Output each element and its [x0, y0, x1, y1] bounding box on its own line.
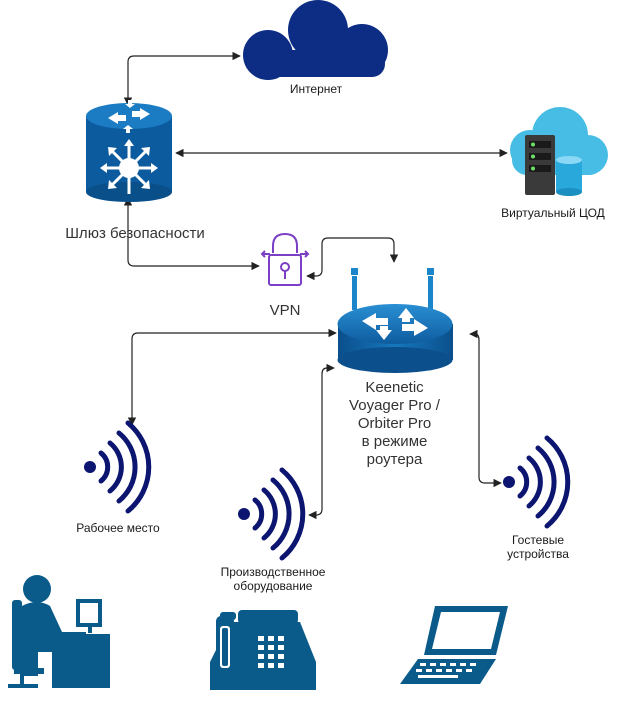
- guest-label-line: устройства: [507, 546, 569, 561]
- telephone-icon: [210, 610, 316, 690]
- connectors: [123, 51, 508, 520]
- virtual-dc-label: Виртуальный ЦОД: [501, 206, 605, 220]
- router-label-line: роутера: [366, 451, 423, 468]
- router-label: Keenetic Voyager Pro / Orbiter Pro в реж…: [332, 379, 457, 469]
- vpn-label: VPN: [269, 302, 301, 319]
- connector-router-guest: [469, 329, 502, 488]
- wifi-signal-icon: [503, 435, 571, 529]
- guest-label-line: Гостевые: [511, 533, 565, 547]
- production-label-line: Производственное: [220, 565, 326, 579]
- gateway-label: Шлюз безопасности: [65, 225, 205, 242]
- workplace-label: Рабочее место: [76, 521, 160, 535]
- vpn-lock-icon: [260, 232, 310, 286]
- guest-label: Гостевые устройства: [488, 533, 588, 562]
- user-workstation-icon: [8, 575, 110, 688]
- wifi-signal-icon: [238, 467, 306, 561]
- production-label-line: оборудование: [233, 578, 313, 593]
- router-label-line: Keenetic: [365, 379, 424, 396]
- production-label: Производственное оборудование: [203, 565, 343, 594]
- connector-internet-gateway: [123, 51, 241, 106]
- connector-router-workplace: [127, 328, 337, 426]
- cloud-icon: [243, 0, 388, 80]
- router-label-line: в режиме: [361, 433, 428, 450]
- wifi-signal-icon: [84, 420, 152, 514]
- connector-gateway-vpn: [123, 197, 260, 271]
- cloud-datacenter-icon: [510, 107, 608, 196]
- layer3-switch-icon: [86, 100, 172, 202]
- router-label-line: Orbiter Pro: [357, 415, 432, 432]
- laptop-icon: [400, 606, 508, 684]
- connector-vpn-router: [306, 237, 399, 281]
- router-label-line: Voyager Pro /: [349, 397, 440, 414]
- connector-router-production: [308, 363, 335, 520]
- internet-label: Интернет: [289, 82, 343, 96]
- wireless-router-icon: [337, 268, 453, 373]
